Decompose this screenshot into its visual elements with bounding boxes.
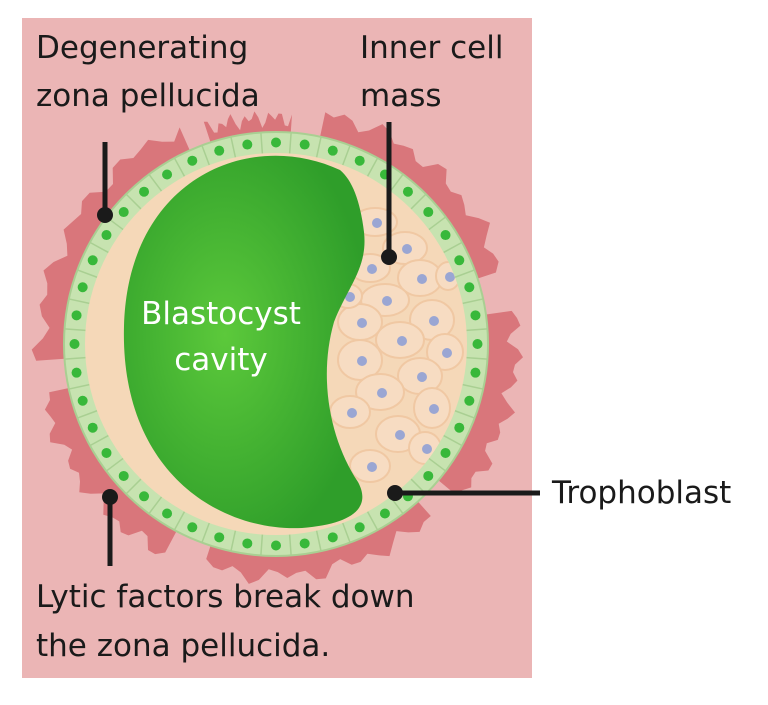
- trophoblast-nucleus: [423, 207, 434, 218]
- label-icm-line2: mass: [360, 78, 442, 114]
- trophoblast-nucleus: [87, 255, 98, 266]
- trophoblast-nucleus: [187, 155, 198, 166]
- trophoblast-nucleus: [464, 395, 475, 406]
- trophoblast-nucleus: [242, 538, 253, 549]
- inner-cell-nucleus: [422, 444, 432, 454]
- trophoblast-nucleus: [101, 447, 112, 458]
- trophoblast-nucleus: [464, 282, 475, 293]
- trophoblast-nucleus: [379, 508, 390, 519]
- trophoblast-cells: [64, 132, 488, 556]
- trophoblast-nucleus: [118, 207, 129, 218]
- inner-cell-nucleus: [372, 218, 382, 228]
- inner-cell-nucleus: [429, 316, 439, 326]
- label-icm-line1: Inner cell: [360, 30, 503, 66]
- trophoblast-nucleus: [354, 155, 365, 166]
- inner-cell-nucleus: [345, 292, 355, 302]
- trophoblast-nucleus: [423, 470, 434, 481]
- trophoblast-nucleus: [242, 139, 253, 150]
- trophoblast-nucleus: [187, 522, 198, 533]
- label-cavity-line1: Blastocyst: [141, 296, 301, 332]
- trophoblast-nucleus: [71, 367, 82, 378]
- trophoblast-nucleus: [214, 532, 225, 543]
- trophoblast-nucleus: [101, 230, 112, 241]
- inner-cell-nucleus: [442, 348, 452, 358]
- trophoblast-nucleus: [454, 255, 465, 266]
- inner-cell-nucleus: [395, 430, 405, 440]
- trophoblast-nucleus: [472, 339, 483, 349]
- trophoblast-nucleus: [470, 310, 481, 321]
- inner-cell-nucleus: [402, 244, 412, 254]
- inner-cell-nucleus: [357, 356, 367, 366]
- trophoblast-nucleus: [69, 339, 80, 349]
- inner-cell-nucleus: [377, 388, 387, 398]
- trophoblast-nucleus: [402, 186, 413, 197]
- trophoblast-nucleus: [77, 282, 88, 293]
- trophoblast-nucleus: [139, 186, 150, 197]
- trophoblast-nucleus: [354, 522, 365, 533]
- zona-fragment: [206, 496, 431, 584]
- inner-cell-nucleus: [417, 372, 427, 382]
- trophoblast-nucleus: [139, 491, 150, 502]
- pointer-trophoblast: [387, 485, 540, 501]
- label-lytic-line2: the zona pellucida.: [36, 628, 330, 664]
- trophoblast-nucleus: [299, 139, 310, 150]
- trophoblast-nucleus: [327, 532, 338, 543]
- trophoblast-nucleus: [327, 145, 338, 156]
- trophoblast-nucleus: [87, 422, 98, 433]
- inner-cell-mass: [329, 207, 464, 483]
- label-cavity-line2: cavity: [174, 342, 268, 378]
- label-lytic-line1: Lytic factors break down: [36, 579, 415, 615]
- inner-cell-nucleus: [429, 404, 439, 414]
- pointer-lytic: [102, 489, 118, 566]
- trophoblast-nucleus: [440, 447, 451, 458]
- label-zona-line2: zona pellucida: [36, 78, 260, 114]
- inner-cell-nucleus: [347, 408, 357, 418]
- trophoblast-nucleus: [118, 470, 129, 481]
- inner-cell-nucleus: [357, 318, 367, 328]
- pointer-zona: [97, 142, 113, 223]
- inner-cell-nucleus: [382, 296, 392, 306]
- trophoblast-nucleus: [454, 422, 465, 433]
- pointer-icm: [381, 122, 397, 265]
- inner-cell-nucleus: [445, 272, 455, 282]
- trophoblast-nucleus: [162, 169, 173, 180]
- trophoblast-nucleus: [162, 508, 173, 519]
- label-zona-line1: Degenerating: [36, 30, 248, 66]
- trophoblast-nucleus: [440, 230, 451, 241]
- inner-cell-nucleus: [367, 264, 377, 274]
- trophoblast-nucleus: [271, 137, 281, 148]
- blastocyst-cavity: [123, 155, 365, 529]
- inner-cell-nucleus: [397, 336, 407, 346]
- inner-cell-nucleus: [417, 274, 427, 284]
- trophoblast-nucleus: [299, 538, 310, 549]
- trophoblast-nucleus: [214, 145, 225, 156]
- label-trophoblast: Trophoblast: [551, 475, 731, 511]
- trophoblast-nucleus: [71, 310, 82, 321]
- inner-cell-nucleus: [367, 462, 377, 472]
- trophoblast-nucleus: [77, 395, 88, 406]
- trophoblast-nucleus: [470, 367, 481, 378]
- trophoblast-nucleus: [271, 540, 281, 551]
